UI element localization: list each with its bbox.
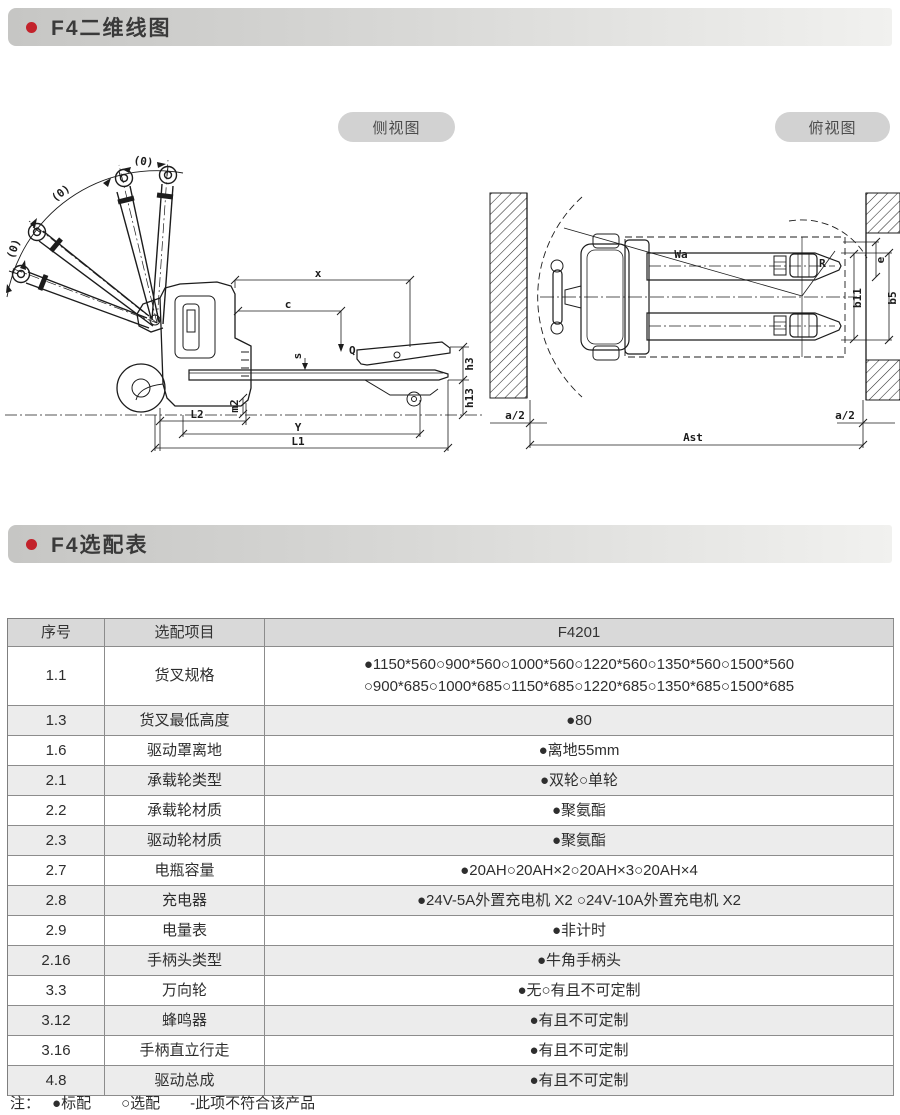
dim-label-l1: L1 — [291, 435, 305, 448]
dim-label-b11: b11 — [851, 288, 864, 308]
cell-value: ●1150*560○900*560○1000*560○1220*560○1350… — [265, 647, 894, 706]
cell-item: 手柄头类型 — [105, 946, 265, 976]
note-label: 注： — [10, 1095, 41, 1112]
cell-no: 2.7 — [8, 856, 105, 886]
cell-item: 承载轮类型 — [105, 766, 265, 796]
top-view-pill: 俯视图 — [775, 112, 890, 142]
table-row: 3.12 蜂鸣器 ●有且不可定制 — [8, 1006, 894, 1036]
cell-value: ●80 — [265, 706, 894, 736]
table-row: 2.1 承载轮类型 ●双轮○单轮 — [8, 766, 894, 796]
cell-item: 万向轮 — [105, 976, 265, 1006]
cell-value: ●无○有且不可定制 — [265, 976, 894, 1006]
cell-item: 驱动罩离地 — [105, 736, 265, 766]
cell-no: 2.3 — [8, 826, 105, 856]
table-header-row: 序号 选配项目 F4201 — [8, 619, 894, 647]
table-row: 2.9 电量表 ●非计时 — [8, 916, 894, 946]
section-title-options: F4选配表 — [51, 534, 149, 557]
table-row: 2.2 承载轮材质 ●聚氨酯 — [8, 796, 894, 826]
cell-item: 充电器 — [105, 886, 265, 916]
table-row: 1.3 货叉最低高度 ●80 — [8, 706, 894, 736]
section-title-drawing: F4二维线图 — [51, 17, 172, 40]
cell-no: 2.9 — [8, 916, 105, 946]
table-row: 2.3 驱动轮材质 ●聚氨酯 — [8, 826, 894, 856]
col-header-model: F4201 — [265, 619, 894, 647]
dim-label-ast: Ast — [683, 431, 703, 444]
dim-label-s: s — [291, 353, 304, 360]
cell-no: 4.8 — [8, 1066, 105, 1096]
dim-label-h13: h13 — [463, 388, 476, 408]
cell-item: 承载轮材质 — [105, 796, 265, 826]
cell-value: ●聚氨酯 — [265, 796, 894, 826]
cell-no: 2.8 — [8, 886, 105, 916]
table-row: 3.16 手柄直立行走 ●有且不可定制 — [8, 1036, 894, 1066]
dim-label-angle3: (0) — [5, 237, 23, 260]
cell-item: 电量表 — [105, 916, 265, 946]
table-row: 2.7 电瓶容量 ●20AH○20AH×2○20AH×3○20AH×4 — [8, 856, 894, 886]
dim-label-h3: h3 — [463, 357, 476, 370]
cell-item: 电瓶容量 — [105, 856, 265, 886]
cell-no: 3.3 — [8, 976, 105, 1006]
table-row: 2.16 手柄头类型 ●牛角手柄头 — [8, 946, 894, 976]
dim-label-e: e — [874, 256, 887, 263]
dim-label-angle2: (0) — [49, 182, 73, 204]
cell-item: 手柄直立行走 — [105, 1036, 265, 1066]
note-optional: ○选配 — [121, 1095, 161, 1112]
dim-label-r: R — [819, 257, 826, 270]
cell-value: ●非计时 — [265, 916, 894, 946]
cell-no: 1.6 — [8, 736, 105, 766]
dim-label-x: x — [315, 267, 322, 280]
note-not-applicable: -此项不符合该产品 — [190, 1095, 316, 1112]
side-view-drawing: (0) (0) (0) x c Q s h3 h13 m2 L2 Y L1 — [5, 154, 483, 453]
section-header-drawing: F4二维线图 — [8, 8, 892, 46]
table-row: 3.3 万向轮 ●无○有且不可定制 — [8, 976, 894, 1006]
cell-no: 1.3 — [8, 706, 105, 736]
table-row: 4.8 驱动总成 ●有且不可定制 — [8, 1066, 894, 1096]
cell-no: 3.12 — [8, 1006, 105, 1036]
cell-item: 货叉规格 — [105, 647, 265, 706]
dim-label-l2: L2 — [190, 408, 203, 421]
cell-value: ●离地55mm — [265, 736, 894, 766]
cell-item: 蜂鸣器 — [105, 1006, 265, 1036]
dim-label-wa: Wa — [674, 248, 687, 261]
section-header-options: F4选配表 — [8, 525, 892, 563]
cell-item: 驱动总成 — [105, 1066, 265, 1096]
col-header-item: 选配项目 — [105, 619, 265, 647]
top-view-drawing: Wa R e b11 b5 a/2 a/2 Ast — [489, 192, 900, 450]
bullet-icon — [26, 538, 37, 550]
cell-no: 2.1 — [8, 766, 105, 796]
cell-no: 2.16 — [8, 946, 105, 976]
cell-value: ●有且不可定制 — [265, 1066, 894, 1096]
cell-value: ●20AH○20AH×2○20AH×3○20AH×4 — [265, 856, 894, 886]
cell-item: 驱动轮材质 — [105, 826, 265, 856]
cell-no: 2.2 — [8, 796, 105, 826]
table-row: 2.8 充电器 ●24V-5A外置充电机 X2 ○24V-10A外置充电机 X2 — [8, 886, 894, 916]
dim-label-angle1: (0) — [133, 154, 154, 170]
bullet-icon — [26, 21, 37, 33]
cell-value: ●有且不可定制 — [265, 1036, 894, 1066]
cell-no: 3.16 — [8, 1036, 105, 1066]
col-header-no: 序号 — [8, 619, 105, 647]
cell-value: ●24V-5A外置充电机 X2 ○24V-10A外置充电机 X2 — [265, 886, 894, 916]
cell-value: ●牛角手柄头 — [265, 946, 894, 976]
cell-item: 货叉最低高度 — [105, 706, 265, 736]
dim-label-q: Q — [349, 344, 356, 357]
table-row: 1.1 货叉规格 ●1150*560○900*560○1000*560○1220… — [8, 647, 894, 706]
dim-label-b5: b5 — [886, 291, 899, 304]
dim-label-a2-right: a/2 — [835, 409, 855, 422]
dim-label-m2: m2 — [228, 399, 241, 412]
cell-value: ●双轮○单轮 — [265, 766, 894, 796]
cell-no: 1.1 — [8, 647, 105, 706]
legend-note: 注： ●标配 ○选配 -此项不符合该产品 — [10, 1092, 345, 1113]
dim-label-y: Y — [295, 421, 302, 434]
cell-value: ●聚氨酯 — [265, 826, 894, 856]
options-table: 序号 选配项目 F4201 1.1 货叉规格 ●1150*560○900*560… — [7, 618, 894, 1096]
table-row: 1.6 驱动罩离地 ●离地55mm — [8, 736, 894, 766]
cell-value: ●有且不可定制 — [265, 1006, 894, 1036]
side-view-pill: 侧视图 — [338, 112, 455, 142]
dim-label-c: c — [285, 298, 292, 311]
dim-label-a2-left: a/2 — [505, 409, 525, 422]
note-standard: ●标配 — [52, 1095, 92, 1112]
